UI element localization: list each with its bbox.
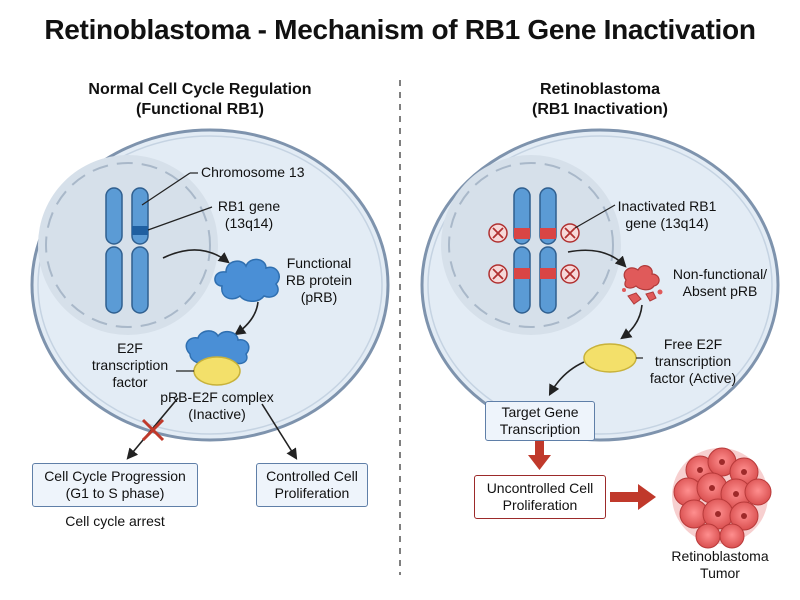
free-e2f-label-line2: transcription: [654, 353, 732, 369]
complex-label-line2: (Inactive): [188, 406, 246, 422]
inactivated-rb1-label-line1: Inactivated RB1: [617, 198, 717, 214]
mutation-band: [540, 228, 556, 239]
inactivated-rb1-label-line2: gene (13q14): [625, 215, 709, 231]
left-heading: Normal Cell Cycle Regulation (Functional…: [40, 80, 360, 120]
box-target-gene-transcription: Target Gene Transcription: [485, 401, 595, 441]
nonfunctional-prb-label-line2: Absent pRB: [682, 283, 758, 299]
arrow-to-free-e2f: [620, 304, 643, 340]
left-heading-line1: Normal Cell Cycle Regulation: [88, 81, 312, 98]
right-heading-line1: Retinoblastoma: [539, 81, 660, 98]
box-cell-cycle-progression-line1: Cell Cycle Progression: [44, 468, 186, 484]
free-e2f-label: Free E2F transcription factor (Active): [638, 336, 748, 387]
mutation-marker-icon: [560, 264, 580, 284]
arrow-gene-to-protein: [162, 249, 230, 264]
e2f-label-left-line1: E2F: [117, 340, 143, 356]
e2f-label-left-line2: transcription: [91, 357, 169, 373]
e2f-label-left-line3: factor: [112, 374, 148, 390]
left-nucleus: [38, 155, 218, 335]
leader-inactivated: [574, 204, 616, 229]
mutation-band: [514, 228, 530, 239]
box-controlled-proliferation-line2: Proliferation: [274, 485, 350, 501]
left-chromosome-13: [105, 187, 149, 314]
rb1-gene-band: [132, 226, 148, 235]
nonfunctional-prb-label-line1: Non-functional/: [672, 266, 768, 282]
tumor-label: Retinoblastoma Tumor: [660, 548, 780, 582]
nonfunctional-prb-label: Non-functional/ Absent pRB: [662, 266, 778, 300]
free-e2f-label-line3: factor (Active): [649, 370, 737, 386]
arrow-to-controlled: [261, 403, 298, 460]
functional-rb-label-line2: RB protein: [285, 272, 353, 288]
block-x-icon: [141, 418, 165, 442]
complex-label-line1: pRB-E2F complex: [160, 389, 274, 405]
right-nucleus: [441, 155, 621, 335]
functional-rb-protein: [214, 258, 280, 302]
e2f-factor-left: [193, 356, 241, 386]
nonfunctional-prb: [622, 265, 663, 305]
box-controlled-proliferation: Controlled Cell Proliferation: [256, 463, 368, 507]
mutation-marker-icon: [560, 223, 580, 243]
rb1-gene-label: RB1 gene (13q14): [212, 198, 286, 232]
box-uncontrolled-proliferation: Uncontrolled Cell Proliferation: [474, 475, 606, 519]
mutation-band: [514, 268, 530, 279]
complex-label: pRB-E2F complex (Inactive): [152, 389, 282, 423]
leader-chromosome: [141, 172, 191, 206]
prb-e2f-complex: [185, 330, 250, 386]
tumor-label-line2: Tumor: [700, 565, 740, 581]
mutation-marker-icon: [488, 223, 508, 243]
box-controlled-proliferation-line1: Controlled Cell: [266, 468, 358, 484]
right-chromosome-13: [513, 187, 557, 314]
box-uncontrolled-proliferation-line1: Uncontrolled Cell: [486, 480, 594, 496]
rb1-gene-label-line1: RB1 gene: [217, 198, 281, 214]
mutation-band: [540, 268, 556, 279]
free-e2f-label-line1: Free E2F: [663, 336, 723, 352]
box-cell-cycle-progression-line2: (G1 to S phase): [65, 485, 165, 501]
cell-cycle-arrest-label: Cell cycle arrest: [65, 513, 165, 529]
mutation-marker-icon: [488, 264, 508, 284]
box-cell-cycle-progression: Cell Cycle Progression (G1 to S phase): [32, 463, 198, 507]
red-arrow-right: [610, 484, 656, 510]
functional-rb-label: Functional RB protein (pRB): [278, 255, 360, 306]
left-heading-line2: (Functional RB1): [136, 101, 264, 118]
tumor-label-line1: Retinoblastoma: [671, 548, 769, 564]
box-target-gene-transcription-line2: Transcription: [499, 421, 581, 437]
functional-rb-label-line3: (pRB): [300, 289, 338, 305]
chromosome-13-label: Chromosome 13: [201, 164, 305, 180]
rb1-gene-label-line2: (13q14): [224, 215, 274, 231]
tumor-icon: [672, 447, 772, 549]
box-target-gene-transcription-line1: Target Gene: [501, 404, 579, 420]
right-heading-line2: (RB1 Inactivation): [531, 101, 668, 118]
free-e2f-factor: [583, 343, 637, 373]
arrow-gene-to-nonfunctional: [567, 249, 627, 268]
functional-rb-label-line1: Functional: [286, 255, 352, 271]
arrow-protein-to-complex: [234, 301, 259, 336]
right-heading: Retinoblastoma (RB1 Inactivation): [440, 80, 760, 120]
box-uncontrolled-proliferation-line2: Proliferation: [502, 497, 578, 513]
inactivated-rb1-label: Inactivated RB1 gene (13q14): [608, 198, 726, 232]
e2f-label-left: E2F transcription factor: [82, 340, 178, 391]
page-title: Retinoblastoma - Mechanism of RB1 Gene I…: [44, 14, 756, 45]
red-arrow-down: [528, 440, 551, 470]
leader-rb1-gene: [147, 206, 213, 231]
arrow-e2f-to-target: [548, 361, 585, 396]
